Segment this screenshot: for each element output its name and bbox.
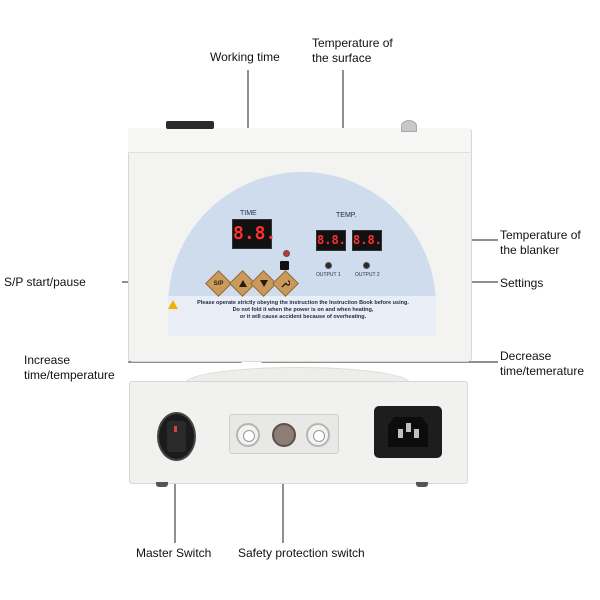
increase-button[interactable] — [229, 270, 256, 297]
sp-button-label: S/P — [213, 280, 224, 287]
label-temp-blanker-line1: Temperature of — [500, 228, 581, 242]
label-temp-surface: Temperature of the surface — [312, 36, 393, 66]
temp-display-output1: 8.8. — [316, 230, 346, 251]
power-pin-right — [414, 429, 419, 438]
power-indicator-led — [283, 250, 290, 257]
label-temp-surface-line2: the surface — [312, 51, 372, 65]
warning-line3: or it will cause accident because of ove… — [239, 314, 367, 320]
label-decrease-line2: time/temerature — [500, 364, 585, 378]
socket-2-core — [313, 430, 325, 442]
top-switch — [166, 121, 214, 129]
output-socket-2[interactable] — [306, 423, 330, 447]
up-arrow-icon — [234, 275, 251, 292]
temp-display-output2: 8.8. — [352, 230, 382, 251]
warning-strip — [168, 296, 436, 336]
temp-label: TEMP. — [336, 212, 357, 219]
time-display: 8.8. — [232, 219, 276, 249]
power-pin-left — [398, 429, 403, 438]
label-increase-line1: Increase — [24, 353, 71, 367]
wrench-icon — [277, 275, 294, 292]
top-knob — [401, 120, 417, 132]
switch-on-mark — [174, 426, 177, 432]
label-temp-blanker-line2: the blanker — [500, 243, 560, 257]
label-increase: Increase time/temperature — [24, 353, 115, 383]
output2-indicator-led — [363, 262, 370, 269]
rocker-paddle — [167, 421, 186, 452]
foot-left — [156, 482, 168, 487]
decrease-button[interactable] — [250, 270, 277, 297]
settings-button[interactable] — [272, 270, 299, 297]
time-label: TIME — [240, 210, 257, 217]
label-temp-surface-line1: Temperature of — [312, 36, 393, 50]
output1-label: OUTPUT 1 — [316, 272, 341, 278]
label-sp-start-pause: S/P start/pause — [4, 275, 86, 289]
label-decrease-line1: Decrease — [500, 349, 552, 363]
output2-label: OUTPUT 2 — [355, 272, 380, 278]
master-switch[interactable] — [157, 412, 196, 461]
warning-line1: Please operate strictly obeying the inst… — [197, 300, 409, 306]
power-inlet-recess — [388, 417, 428, 447]
socket-1-core — [243, 430, 255, 442]
power-pin-earth — [406, 423, 411, 432]
warning-text: Please operate strictly obeying the inst… — [176, 300, 430, 321]
output1-indicator-led — [325, 262, 332, 269]
safety-protection-switch[interactable] — [272, 423, 296, 447]
output-socket-1[interactable] — [236, 423, 260, 447]
label-working-time: Working time — [210, 50, 280, 64]
front-top-strip — [128, 128, 470, 153]
foot-right — [416, 482, 428, 487]
settings-key-icon — [280, 261, 289, 270]
label-increase-line2: time/temperature — [24, 368, 115, 382]
label-master-switch: Master Switch — [136, 546, 212, 560]
label-temp-blanker: Temperature of the blanker — [500, 228, 581, 258]
label-settings: Settings — [500, 276, 544, 290]
label-decrease: Decrease time/temerature — [500, 349, 584, 379]
down-arrow-icon — [255, 275, 272, 292]
warning-line2: Do not fold it when the power is on and … — [232, 307, 374, 313]
power-inlet[interactable] — [374, 406, 442, 458]
warning-icon — [168, 300, 178, 309]
label-safety-protection-switch: Safety protection switch — [238, 546, 365, 560]
